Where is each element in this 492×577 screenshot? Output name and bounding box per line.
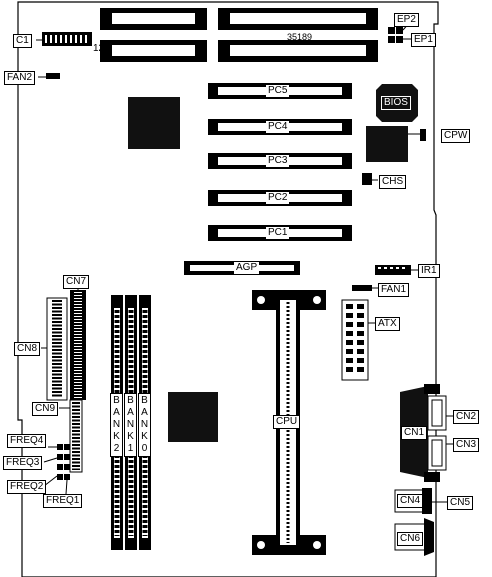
label-fan1: FAN1 — [378, 283, 410, 297]
label-cn9: CN9 — [32, 402, 59, 416]
atx-connector — [341, 299, 369, 381]
label-12: 12 — [93, 43, 105, 54]
label-cn2: CN2 — [453, 410, 480, 424]
bios-chip — [376, 84, 418, 122]
label-ir1: IR1 — [418, 264, 440, 278]
label-part-number: 35189 — [287, 32, 313, 42]
ep1-jumper — [388, 36, 395, 43]
label-bank2: BANK2 — [110, 393, 123, 457]
ep2-jumper — [388, 27, 395, 34]
chip-cpw — [366, 126, 408, 162]
label-cn8: CN8 — [14, 342, 41, 356]
label-pc4: PC4 — [266, 121, 290, 133]
cn3-connector — [427, 435, 447, 471]
label-ep1: EP1 — [411, 33, 436, 47]
label-cn6: CN6 — [397, 532, 424, 546]
label-fan2: FAN2 — [4, 71, 36, 85]
label-atx: ATX — [375, 317, 400, 331]
freq-jumpers — [57, 444, 70, 480]
label-bank1: BANK1 — [124, 393, 137, 457]
label-freq4: FREQ4 — [7, 434, 47, 448]
chipset-chip-bottom — [168, 392, 218, 442]
label-pc3: PC3 — [266, 155, 290, 167]
label-bios: BIOS — [381, 96, 411, 110]
label-pc2: PC2 — [266, 192, 290, 204]
cn2-connector — [427, 395, 447, 431]
label-cn3: CN3 — [453, 438, 480, 452]
label-agp: AGP — [234, 262, 260, 274]
label-pc5: PC5 — [266, 85, 290, 97]
label-pc1: PC1 — [266, 227, 290, 239]
chipset-chip-top — [128, 97, 180, 149]
label-freq3: FREQ3 — [3, 456, 43, 470]
label-c1: C1 — [13, 34, 32, 48]
label-bank0: BANK0 — [138, 393, 151, 457]
label-freq2: FREQ2 — [7, 480, 47, 494]
label-cpu: CPU — [273, 415, 301, 429]
label-chs: CHS — [379, 175, 407, 189]
label-cn5: CN5 — [447, 496, 474, 510]
fan2-connector — [46, 73, 60, 79]
leader-lines — [36, 39, 453, 503]
label-freq1: FREQ1 — [43, 494, 83, 508]
ir1-connector — [375, 265, 411, 275]
chs-connector — [362, 173, 372, 185]
label-cn7: CN7 — [63, 275, 90, 289]
label-cn4: CN4 — [397, 494, 424, 508]
label-cn1: CN1 — [401, 426, 428, 440]
label-ep2: EP2 — [394, 13, 419, 27]
label-cpw: CPW — [441, 129, 471, 143]
fan1-connector — [352, 285, 372, 291]
cn7-connector — [70, 290, 86, 400]
